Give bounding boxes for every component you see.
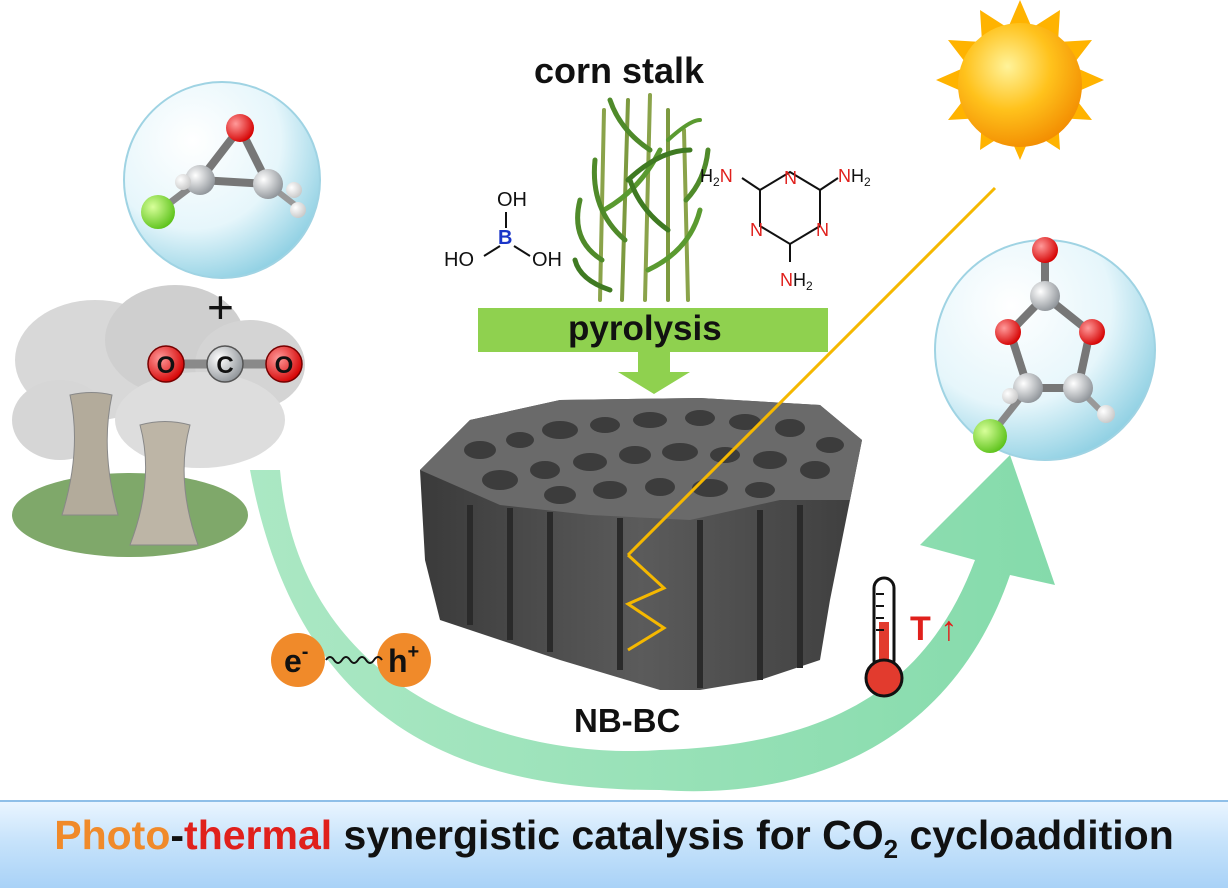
co2-atom-left: O bbox=[157, 352, 176, 379]
boric-acid-structure: OH B HO OH bbox=[444, 189, 562, 271]
banner-co2-subscript: 2 bbox=[883, 834, 899, 865]
process-arc-arrow bbox=[250, 455, 1055, 792]
pyrolysis-arrow bbox=[478, 308, 828, 394]
title-corn-stalk: corn stalk bbox=[534, 50, 705, 91]
melamine-ring-n2: N bbox=[750, 220, 763, 240]
sun-icon bbox=[936, 0, 1104, 160]
boric-acid-boron: B bbox=[498, 227, 512, 249]
pyrolysis-label: pyrolysis bbox=[568, 309, 722, 348]
boric-acid-right-oh: OH bbox=[532, 249, 562, 271]
banner-dash: - bbox=[170, 812, 185, 858]
co2-atom-right: O bbox=[275, 352, 294, 379]
corn-stalk-illustration bbox=[572, 93, 711, 302]
melamine-ring-n1: N bbox=[784, 168, 797, 188]
bottom-banner bbox=[0, 800, 1228, 888]
temperature-rise-label: T ↑ bbox=[910, 610, 958, 648]
nb-bc-label: NB-BC bbox=[574, 702, 681, 739]
hole-label: h+ bbox=[388, 641, 419, 679]
melamine-structure: N N N H2N NH2 NH2 bbox=[700, 166, 871, 293]
light-ray bbox=[624, 186, 997, 652]
melamine-left-amine: H2N bbox=[700, 166, 733, 189]
plus-sign: + bbox=[207, 281, 234, 333]
epoxide-bubble bbox=[123, 81, 321, 279]
banner-caption: Photo-thermal synergistic catalysis for … bbox=[0, 812, 1228, 865]
electron-label: e- bbox=[284, 641, 308, 679]
banner-middle: synergistic catalysis for CO bbox=[332, 812, 884, 858]
co2-molecule: O C O bbox=[147, 345, 303, 383]
electron-hole-pair: e- h+ bbox=[271, 633, 431, 687]
thermometer-icon bbox=[864, 576, 904, 698]
cyclic-carbonate-bubble bbox=[934, 237, 1156, 461]
melamine-bottom-amine: NH2 bbox=[780, 270, 813, 293]
boric-acid-top-oh: OH bbox=[497, 189, 527, 211]
banner-thermal: thermal bbox=[184, 812, 333, 858]
banner-end: cycloaddition bbox=[898, 812, 1174, 858]
melamine-right-amine: NH2 bbox=[838, 166, 871, 189]
melamine-ring-n3: N bbox=[816, 220, 829, 240]
banner-photo: Photo bbox=[54, 812, 171, 858]
boric-acid-left-oh: HO bbox=[444, 249, 474, 271]
co2-atom-center: C bbox=[216, 352, 233, 379]
